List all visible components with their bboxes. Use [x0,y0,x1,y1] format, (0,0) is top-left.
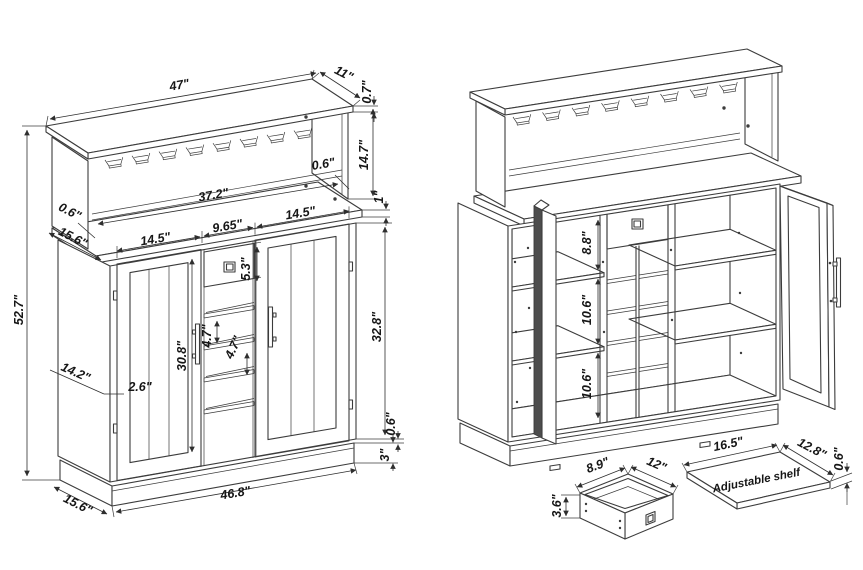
cord-hole [746,124,750,128]
dim-label: 30.8" [175,340,189,371]
dim-label: 46.8" [218,483,252,502]
door-handle [832,257,842,308]
dim-label: 3.6" [550,493,564,517]
dim-door-height: 30.8" [175,258,195,453]
right-door-handle [267,306,277,348]
drawer-handle [223,261,236,273]
dim-counter-thickness: 1" [362,189,390,226]
dim-total-height: 52.7" [12,125,60,481]
dim-label: 37.2" [197,185,230,204]
hutch [469,48,783,208]
dim-label: 14.7" [357,139,371,170]
wine-cubby-shelves [203,302,255,415]
cabinet-body [57,222,357,483]
cubby-shelves [606,270,669,377]
dim-label: 2.6" [127,380,152,394]
base-platform [459,403,779,472]
dim-label: 12" [645,454,670,475]
closed-view-drawing: 47" 11" 0.7" 14.7" 0.6" 37.2" [12,63,404,518]
dim-label: 1" [372,189,386,203]
cubby-divider [635,245,640,420]
dim-drawer-height: 3.6" [550,493,580,519]
open-left-door [533,199,557,445]
dim-drawer-front-height: 5.3" [239,241,262,282]
dim-stile-width: 2.6" [127,380,152,394]
dim-label: 8.9" [584,454,612,476]
shelf-pin-holes [513,231,743,404]
dim-label: 10.6" [580,368,594,399]
dim-base-width: 46.8" [111,462,358,518]
dim-label: 16.5" [712,434,746,454]
dim-label: 47" [167,76,191,94]
dim-base-height: 3" [354,434,398,471]
dim-top-gap: 8.8" [580,219,601,271]
dim-hutch-height: 14.7" [348,108,378,200]
dim-body-height: 32.8" [356,222,404,440]
cord-hole [304,184,308,188]
drawer-detail-drawing: 8.9" 12" 3.6" [550,454,679,540]
dim-label: 32.8" [370,311,384,342]
dim-label: 0.6" [832,446,846,470]
dim-label: 11" [332,63,356,85]
dim-shelf-width: 16.5" [681,434,781,473]
dim-right-door-width: 14.5" [284,203,317,222]
dim-label: 0.6" [311,155,337,173]
dim-hutch-back-panel: 0.6" [311,155,350,190]
hinge [112,290,118,301]
dim-shelf-thickness: 0.6" [830,446,853,505]
dim-label: 3" [378,447,392,461]
foot [699,440,711,449]
cord-hole [722,106,726,110]
dim-center-width: 9.65" [211,216,244,235]
dim-label: 52.7" [12,294,26,325]
dim-label: 12.8" [795,435,829,462]
cord-hole [333,197,337,201]
opening-frame [511,187,777,438]
dim-hutch-width: 47" [45,69,317,127]
dim-label: 0.7" [360,79,374,103]
dim-label: 4.7" [200,323,214,348]
open-right-door [779,185,842,411]
dim-label: 5.3" [239,256,253,280]
dim-hutch-top-thickness: 0.7" [353,79,378,122]
hinge [112,423,118,434]
dim-cubby-gap-a: 4.7" [200,320,220,349]
foot [549,463,561,472]
dim-bottom-gap: 0.6" [354,411,404,452]
drawer-detail-handle [645,510,656,526]
open-view-drawing: 8.8" 10.6" 10.6" [457,48,842,472]
dim-section-widths: 14.5" 9.65" 14.5" [116,203,350,258]
dim-middle-gap: 10.6" [580,278,601,345]
dim-label: 0.6" [384,411,398,435]
dim-label: 8.8" [580,230,594,254]
hinge [348,261,354,272]
right-door [254,223,354,458]
cord-hole [304,115,308,119]
dim-bottom-gap: 10.6" [580,352,601,419]
hinge [348,399,354,410]
drawer-handle [631,218,644,230]
dim-label: 10.6" [580,294,594,325]
dim-hutch-inner-width: 37.2" [97,182,339,226]
dim-left-door-width: 14.5" [139,229,172,248]
